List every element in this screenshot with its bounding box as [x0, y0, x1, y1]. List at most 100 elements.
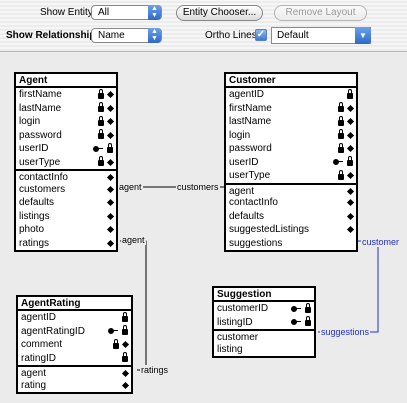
remove-layout-button[interactable]: Remove Layout: [274, 5, 367, 21]
relationship-row[interactable]: customer: [214, 329, 314, 343]
key-icon: [93, 145, 103, 152]
relationship-row[interactable]: agent: [226, 182, 356, 197]
relationship-row[interactable]: contactInfo: [226, 196, 356, 210]
diamond-icon: [346, 117, 355, 126]
relationship-row[interactable]: contactInfo: [16, 169, 116, 183]
lock-icon: [338, 102, 344, 112]
toolbar: Show Entity All ▲▼ Entity Chooser... Rem…: [0, 0, 407, 52]
diamond-icon: [346, 225, 355, 234]
entity-title: Suggestion: [214, 288, 314, 302]
attribute-row[interactable]: lastName: [226, 115, 356, 129]
lock-icon: [107, 142, 113, 153]
relationship-row[interactable]: defaults: [16, 196, 116, 210]
entity-agent[interactable]: Agent firstName lastName login password …: [14, 72, 118, 252]
lock-icon: [305, 316, 311, 326]
attribute-row[interactable]: userID: [16, 142, 116, 156]
attribute-row[interactable]: userID: [226, 156, 356, 170]
attribute-row[interactable]: firstName: [16, 88, 116, 102]
lock-icon: [98, 156, 104, 166]
relationship-row[interactable]: defaults: [226, 210, 356, 224]
lock-icon: [122, 352, 128, 362]
diagram-canvas[interactable]: agent customers agent ratings customer s…: [0, 52, 407, 403]
show-entity-label: Show Entity: [40, 7, 93, 18]
attribute-row[interactable]: listingID: [214, 316, 314, 330]
diamond-icon: [106, 173, 115, 182]
layout-combo[interactable]: Default ▼: [271, 27, 371, 44]
show-entity-value: All: [98, 7, 110, 18]
diamond-icon: [106, 225, 115, 234]
diamond-icon: [346, 212, 355, 220]
diamond-icon: [106, 90, 115, 99]
ortho-lines-checkbox[interactable]: ✓: [255, 29, 267, 41]
diamond-icon: [106, 117, 115, 126]
relationship-row[interactable]: listings: [16, 210, 116, 224]
relationship-row[interactable]: rating: [18, 379, 131, 393]
attribute-row[interactable]: agentID: [18, 311, 131, 325]
diamond-icon: [106, 212, 115, 220]
lock-icon: [347, 88, 353, 99]
key-icon: [333, 159, 343, 165]
popup-arrows-icon: ▲▼: [148, 28, 161, 43]
attribute-row[interactable]: firstName: [226, 102, 356, 116]
relationship-row[interactable]: suggestions: [229, 237, 283, 249]
chevron-down-icon[interactable]: ▼: [355, 27, 371, 44]
attribute-row[interactable]: login: [16, 115, 116, 129]
attribute-row[interactable]: userType: [16, 156, 116, 170]
diamond-icon: [106, 158, 115, 166]
relationship-row[interactable]: ratings: [16, 237, 116, 251]
attribute-row[interactable]: password: [226, 142, 356, 156]
diamond-icon: [106, 131, 115, 139]
lock-icon: [338, 115, 344, 126]
entity-chooser-button[interactable]: Entity Chooser...: [176, 5, 263, 21]
attribute-row[interactable]: agentRatingID: [18, 325, 131, 339]
diamond-icon: [106, 185, 115, 193]
link-label-ratings: ratings: [140, 365, 170, 375]
relationship-row[interactable]: photo: [16, 223, 116, 237]
diamond-icon: [346, 104, 355, 112]
relationship-row[interactable]: agent: [18, 365, 131, 379]
popup-arrows-icon: ▲▼: [148, 5, 161, 20]
key-icon: [291, 319, 301, 325]
show-entity-popup[interactable]: All ▲▼: [91, 5, 162, 20]
link-label-customer: customer: [361, 237, 401, 247]
attribute-row[interactable]: agentID: [226, 88, 356, 102]
entity-agentrating[interactable]: AgentRating agentID agentRatingID commen…: [16, 295, 133, 394]
diamond-icon: [106, 239, 115, 247]
lock-icon: [338, 142, 344, 153]
show-relationship-popup[interactable]: Name ▲▼: [91, 28, 162, 43]
layout-value: Default: [277, 30, 309, 41]
diamond-icon: [121, 369, 130, 378]
diamond-icon: [106, 198, 115, 207]
diamond-icon: [346, 187, 355, 195]
link-label-agent: agent: [118, 182, 143, 192]
lock-icon: [113, 338, 119, 349]
entity-title: Agent: [16, 74, 116, 88]
attribute-row[interactable]: comment: [18, 338, 131, 352]
diamond-icon: [121, 381, 130, 389]
link-label-customers: customers: [176, 182, 220, 192]
entity-suggestion[interactable]: Suggestion customerID listingID customer…: [212, 286, 316, 358]
relationship-row[interactable]: customers: [16, 183, 116, 197]
attribute-row[interactable]: ratingID: [18, 352, 131, 366]
diamond-icon: [346, 131, 355, 139]
show-relationship-value: Name: [98, 30, 125, 41]
diamond-icon: [346, 144, 355, 153]
link-label-agent-2: agent: [121, 235, 146, 245]
key-icon: [108, 328, 118, 334]
diamond-icon: [121, 340, 130, 349]
lock-icon: [98, 88, 104, 99]
diamond-icon: [106, 104, 115, 112]
lock-icon: [338, 129, 344, 139]
attribute-row[interactable]: lastName: [16, 102, 116, 116]
lock-icon: [98, 129, 104, 139]
attribute-row[interactable]: customerID: [214, 302, 314, 316]
key-icon: [291, 305, 301, 312]
entity-customer[interactable]: Customer agentID firstName lastName logi…: [224, 72, 358, 252]
attribute-row[interactable]: password: [16, 129, 116, 143]
lock-icon: [98, 115, 104, 126]
attribute-row[interactable]: userType: [226, 169, 356, 183]
relationship-row[interactable]: suggestedListings: [226, 223, 356, 237]
relationship-row[interactable]: listing: [217, 343, 243, 355]
attribute-row[interactable]: login: [226, 129, 356, 143]
lock-icon: [122, 311, 128, 322]
